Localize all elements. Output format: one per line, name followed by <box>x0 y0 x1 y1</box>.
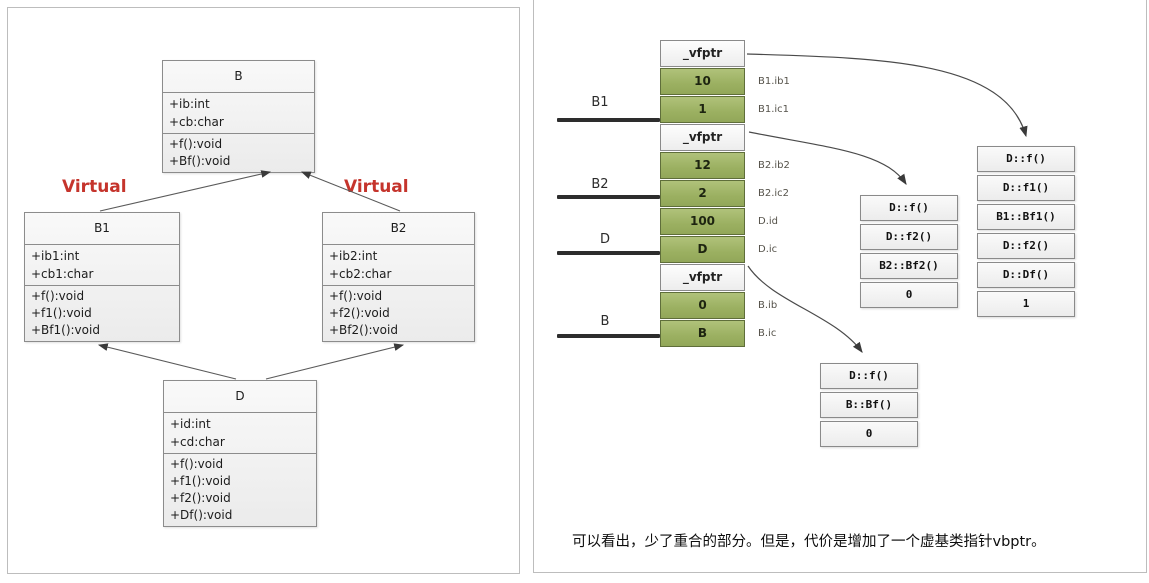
vtable-row: B2::Bf2() <box>860 253 958 279</box>
section-label-b2: B2 <box>591 177 609 192</box>
memory-cell-label: B.ic <box>758 328 777 339</box>
class-attribute: +ib2:int <box>329 249 378 263</box>
class-methods: +f():void +Bf():void <box>163 133 314 172</box>
vtable-row: 0 <box>860 282 958 308</box>
class-box-b: B +ib:int +cb:char +f():void +Bf():void <box>162 60 315 173</box>
class-title: D <box>164 381 316 413</box>
memory-cell-label: B.ib <box>758 300 778 311</box>
memory-cell-value: 1 <box>698 102 707 116</box>
vtable-row: D::Df() <box>977 262 1075 288</box>
memory-cell-label: B1.ib1 <box>758 76 790 87</box>
class-attributes: +ib:int +cb:char <box>163 93 314 133</box>
memory-cell-value: _vfptr <box>682 270 723 284</box>
class-method: +f2():void <box>170 491 231 505</box>
class-methods: +f():void +f1():void +f2():void +Df():vo… <box>164 453 316 526</box>
vtable-b1-in-d: D::f() D::f1() B1::Bf1() D::f2() D::Df()… <box>977 146 1075 320</box>
class-attribute: +cb1:char <box>31 267 94 281</box>
memory-cell: 100 D.id <box>660 208 778 235</box>
class-attributes: +ib1:int +cb1:char <box>25 245 179 285</box>
memory-cell: 0 B.ib <box>660 292 777 319</box>
memory-cell-label: D.ic <box>758 244 778 255</box>
memory-cell-value: 10 <box>694 74 711 88</box>
section-label-b1: B1 <box>591 95 609 110</box>
class-attribute: +cb2:char <box>329 267 392 281</box>
memory-cell-value: B <box>697 326 708 340</box>
memory-cell-value: 12 <box>694 158 711 172</box>
virtual-label-right: Virtual <box>344 177 409 197</box>
caption-text: 可以看出，少了重合的部分。但是，代价是增加了一个虚基类指针vbptr。 <box>572 534 1046 550</box>
class-method: +f2():void <box>329 306 390 320</box>
memory-cell-vfptr-b: _vfptr <box>660 264 745 291</box>
class-methods: +f():void +f2():void +Bf2():void <box>323 285 474 341</box>
vtable-b2-in-d: D::f() D::f2() B2::Bf2() 0 <box>860 195 958 311</box>
class-method: +Bf1():void <box>31 323 100 337</box>
section-label-b: B <box>600 314 610 329</box>
class-methods: +f():void +f1():void +Bf1():void <box>25 285 179 341</box>
class-method: +Bf2():void <box>329 323 398 337</box>
vtable-row: B1::Bf1() <box>977 204 1075 230</box>
vtable-row: D::f() <box>860 195 958 221</box>
class-title: B1 <box>25 213 179 245</box>
memory-cell-value: 100 <box>689 214 716 228</box>
class-method: +f():void <box>169 137 223 151</box>
memory-cell: 12 B2.ib2 <box>660 152 790 179</box>
class-method: +Bf():void <box>169 154 231 168</box>
vtable-row: D::f1() <box>977 175 1075 201</box>
memory-cell-value: 0 <box>698 298 707 312</box>
vtable-row: D::f() <box>820 363 918 389</box>
section-divider-b1 <box>557 118 660 122</box>
memory-cell: 1 B1.ic1 <box>660 96 789 123</box>
memory-cell-value: _vfptr <box>682 46 723 60</box>
section-divider-d <box>557 251 660 255</box>
memory-cell: B B.ic <box>660 320 776 347</box>
class-title: B2 <box>323 213 474 245</box>
virtual-label-left: Virtual <box>62 177 127 197</box>
section-divider-b <box>557 334 660 338</box>
class-method: +f1():void <box>31 306 92 320</box>
memory-cell: D D.ic <box>660 236 777 263</box>
vtable-row: B::Bf() <box>820 392 918 418</box>
class-box-b1: B1 +ib1:int +cb1:char +f():void +f1():vo… <box>24 212 180 342</box>
class-attribute: +cd:char <box>170 435 225 449</box>
vtable-row: D::f2() <box>977 233 1075 259</box>
class-box-b2: B2 +ib2:int +cb2:char +f():void +f2():vo… <box>322 212 475 342</box>
class-box-d: D +id:int +cd:char +f():void +f1():void … <box>163 380 317 527</box>
class-method: +f1():void <box>170 474 231 488</box>
class-attributes: +ib2:int +cb2:char <box>323 245 474 285</box>
class-method: +f():void <box>170 457 224 471</box>
section-divider-b2 <box>557 195 660 199</box>
memory-cell-value: _vfptr <box>682 130 723 144</box>
vtable-row: 0 <box>820 421 918 447</box>
memory-cell-label: D.id <box>758 216 779 227</box>
class-title: B <box>163 61 314 93</box>
class-attributes: +id:int +cd:char <box>164 413 316 453</box>
memory-cell: 2 B2.ic2 <box>660 180 789 207</box>
class-method: +f():void <box>329 289 383 303</box>
class-method: +f():void <box>31 289 85 303</box>
memory-cell: 10 B1.ib1 <box>660 68 790 95</box>
memory-cell-value: 2 <box>698 186 707 200</box>
vtable-row: D::f() <box>977 146 1075 172</box>
memory-cell-label: B1.ic1 <box>758 104 790 115</box>
class-attribute: +ib1:int <box>31 249 80 263</box>
memory-cell-vfptr-b2: _vfptr <box>660 124 745 151</box>
section-label-d: D <box>599 232 610 247</box>
vtable-row: D::f2() <box>860 224 958 250</box>
class-attribute: +cb:char <box>169 115 224 129</box>
vtable-b-in-d: D::f() B::Bf() 0 <box>820 363 918 450</box>
class-attribute: +id:int <box>170 417 211 431</box>
memory-cell-label: B2.ic2 <box>758 188 790 199</box>
class-method: +Df():void <box>170 508 233 522</box>
class-attribute: +ib:int <box>169 97 210 111</box>
memory-cell-vfptr-b1: _vfptr <box>660 40 745 67</box>
memory-cell-value: D <box>697 242 708 256</box>
vtable-row: 1 <box>977 291 1075 317</box>
memory-cell-label: B2.ib2 <box>758 160 790 171</box>
